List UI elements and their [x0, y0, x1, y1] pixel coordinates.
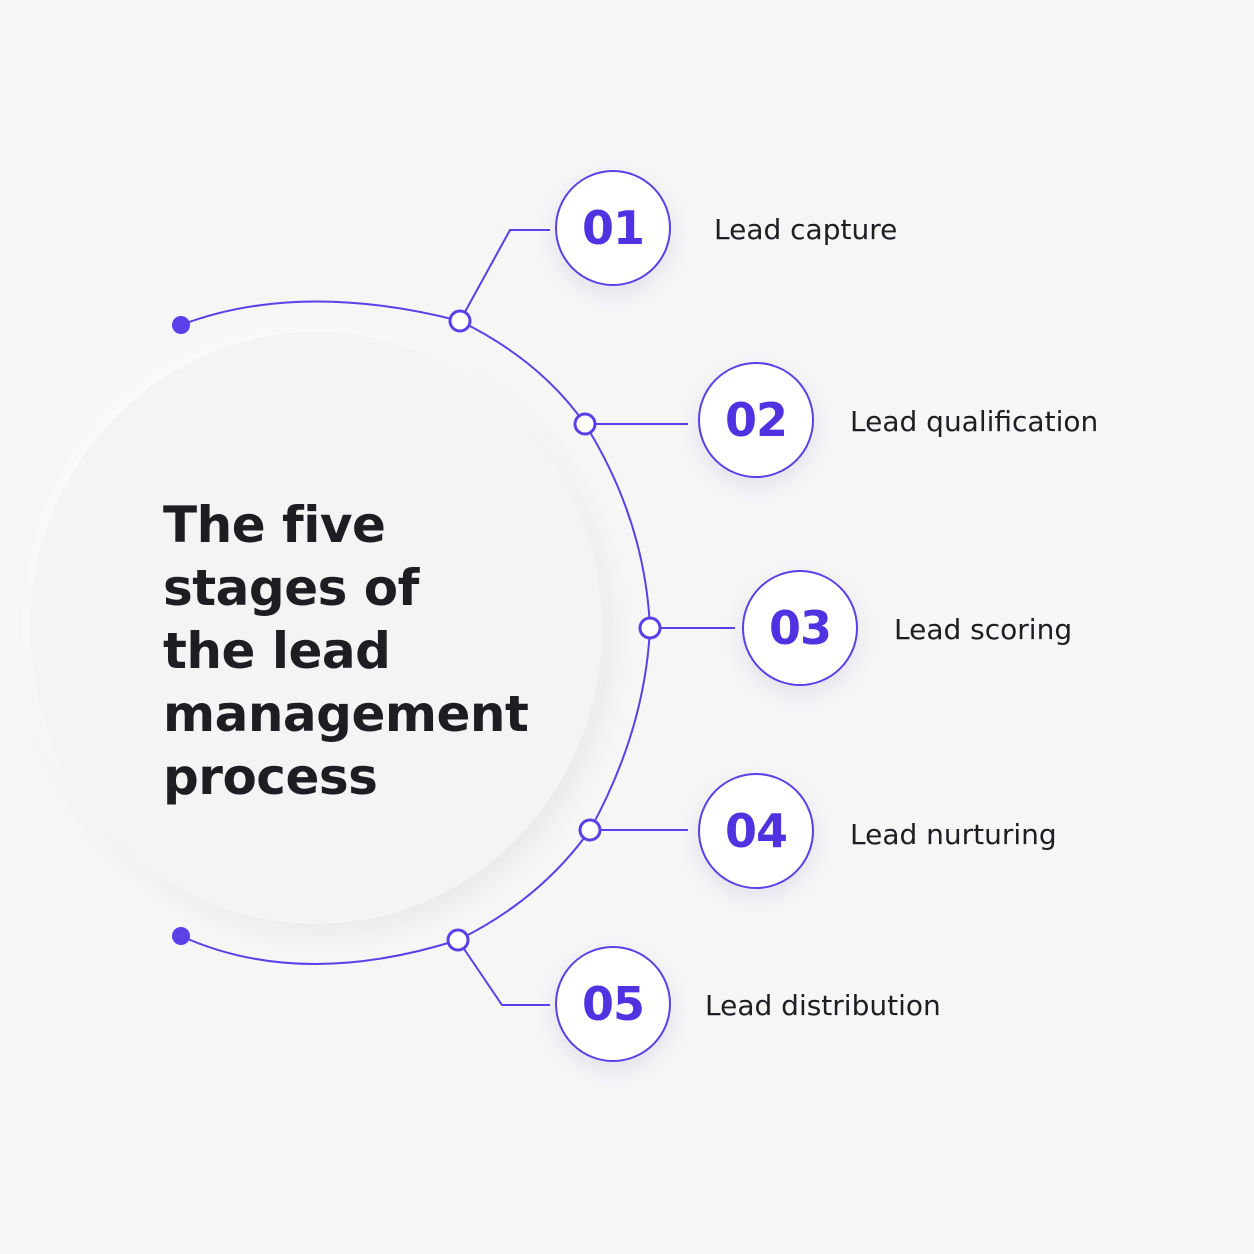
- stage-03-label: Lead scoring: [894, 613, 1073, 646]
- junction-ring-01: [448, 309, 472, 333]
- stage-02-circle: 02: [698, 362, 814, 478]
- main-arc: [180, 300, 652, 965]
- stage-02-label: Lead qualification: [850, 405, 1099, 438]
- connector-01: [459, 229, 550, 322]
- stage-04-number: 04: [724, 804, 788, 858]
- stage-01-number: 01: [581, 201, 645, 255]
- stage-05-number: 05: [581, 977, 645, 1031]
- junction-ring-02: [573, 412, 597, 436]
- connector-05: [457, 939, 550, 1006]
- stage-03-circle: 03: [742, 570, 858, 686]
- arc-end-dot: [172, 927, 190, 945]
- stage-01-circle: 01: [555, 170, 671, 286]
- junction-ring-05: [446, 928, 470, 952]
- stage-04-label: Lead nurturing: [850, 818, 1057, 851]
- stage-05-label: Lead distribution: [705, 989, 941, 1022]
- junction-ring-04: [578, 818, 602, 842]
- arc-start-dot: [172, 316, 190, 334]
- junction-ring-03: [638, 616, 662, 640]
- stage-02-number: 02: [724, 393, 788, 447]
- stage-04-circle: 04: [698, 773, 814, 889]
- stage-05-circle: 05: [555, 946, 671, 1062]
- center-disc: [30, 332, 602, 924]
- stage-03-number: 03: [768, 601, 832, 655]
- diagram-title: The five stages of the lead management p…: [163, 496, 529, 806]
- stage-01-label: Lead capture: [714, 213, 898, 246]
